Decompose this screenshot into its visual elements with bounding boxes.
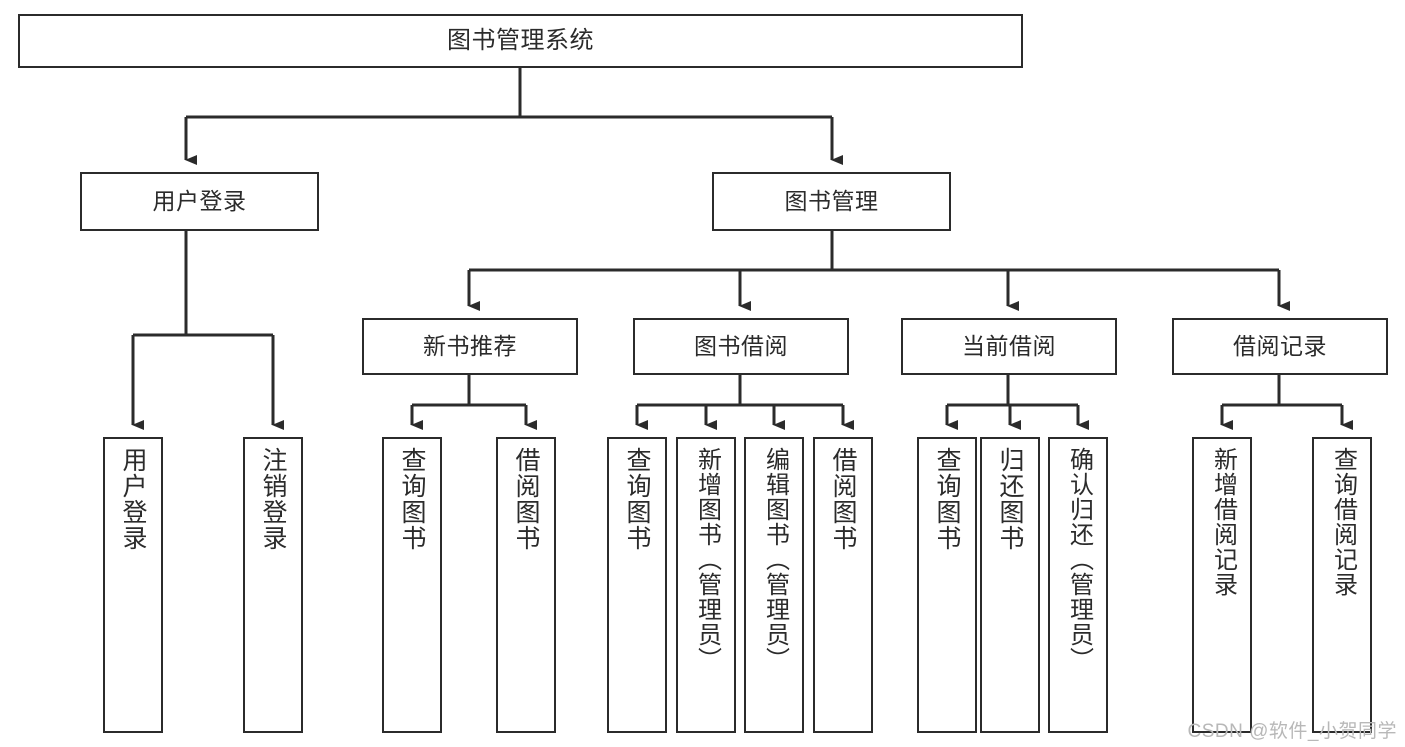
node-label: 归还图书 (996, 447, 1024, 551)
node-book-management[interactable]: 图书管理 (712, 172, 951, 231)
node-leaf-borrow-book-1[interactable]: 借阅图书 (496, 437, 556, 733)
node-leaf-query-borrow-record[interactable]: 查询借阅记录 (1312, 437, 1372, 733)
node-label: 查询图书 (623, 447, 651, 551)
node-label: 新增图书（管理员） (693, 447, 721, 672)
node-leaf-add-borrow-record[interactable]: 新增借阅记录 (1192, 437, 1252, 733)
node-label: 用户登录 (152, 188, 247, 215)
node-leaf-query-book-3[interactable]: 查询图书 (917, 437, 977, 733)
node-leaf-query-book-2[interactable]: 查询图书 (607, 437, 667, 733)
node-borrow-record[interactable]: 借阅记录 (1172, 318, 1388, 375)
node-label: 图书借阅 (694, 333, 788, 360)
node-label: 当前借阅 (962, 333, 1056, 360)
node-label: 确认归还（管理员） (1065, 447, 1093, 672)
node-label: 新增借阅记录 (1209, 447, 1237, 597)
node-leaf-edit-book-admin[interactable]: 编辑图书（管理员） (744, 437, 804, 733)
node-label: 用户登录 (119, 447, 147, 551)
node-label: 借阅图书 (512, 447, 540, 551)
node-current-borrow[interactable]: 当前借阅 (901, 318, 1117, 375)
node-new-book-recommend[interactable]: 新书推荐 (362, 318, 578, 375)
node-user-login[interactable]: 用户登录 (80, 172, 319, 231)
node-leaf-add-book-admin[interactable]: 新增图书（管理员） (676, 437, 736, 733)
node-leaf-borrow-book-2[interactable]: 借阅图书 (813, 437, 873, 733)
node-leaf-return-book[interactable]: 归还图书 (980, 437, 1040, 733)
node-leaf-confirm-return-admin[interactable]: 确认归还（管理员） (1048, 437, 1108, 733)
node-label: 编辑图书（管理员） (761, 447, 789, 672)
node-label: 图书管理 (784, 188, 879, 215)
node-label: 借阅记录 (1233, 333, 1327, 360)
node-label: 借阅图书 (829, 447, 857, 551)
node-book-borrow[interactable]: 图书借阅 (633, 318, 849, 375)
node-label: 查询借阅记录 (1329, 447, 1357, 597)
node-label: 图书管理系统 (447, 27, 594, 55)
node-leaf-user-login[interactable]: 用户登录 (103, 437, 163, 733)
node-label: 查询图书 (933, 447, 961, 551)
node-root-system[interactable]: 图书管理系统 (18, 14, 1023, 68)
node-leaf-logout-login[interactable]: 注销登录 (243, 437, 303, 733)
node-label: 查询图书 (398, 447, 426, 551)
node-label: 新书推荐 (423, 333, 517, 360)
node-label: 注销登录 (259, 447, 287, 551)
node-leaf-query-book-1[interactable]: 查询图书 (382, 437, 442, 733)
